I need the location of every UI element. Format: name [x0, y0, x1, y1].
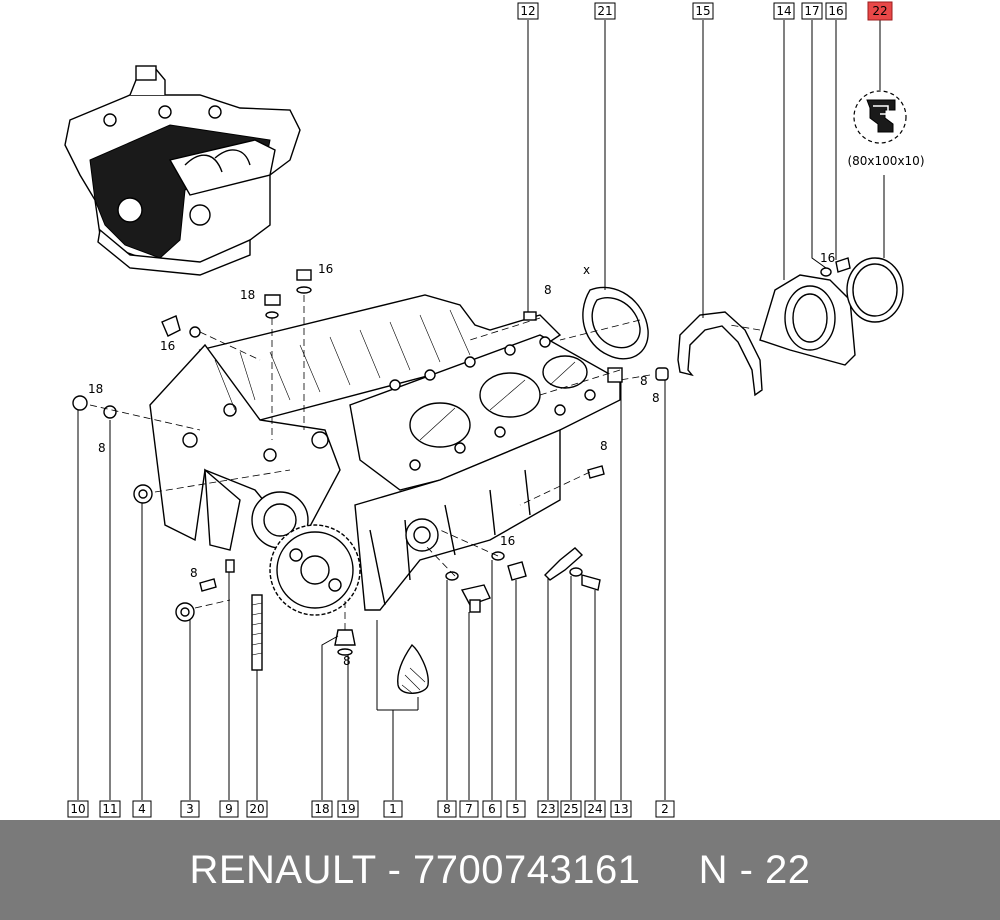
svg-text:13: 13 — [613, 802, 628, 816]
svg-text:4: 4 — [138, 802, 146, 816]
callout-14[interactable]: 14 — [773, 2, 795, 20]
inline-label: 18 — [88, 382, 103, 396]
callout-10[interactable]: 10 — [67, 800, 89, 818]
callout-17[interactable]: 17 — [801, 2, 823, 20]
inline-label: 8 — [600, 439, 608, 453]
exploded-engine-block-diagram: (80x100x10) — [64, 1, 925, 818]
leader-lines — [77, 20, 885, 800]
callout-7[interactable]: 7 — [459, 800, 479, 818]
part-number: 7700743161 — [413, 847, 641, 892]
callout-18[interactable]: 18 — [311, 800, 333, 818]
svg-text:9: 9 — [225, 802, 233, 816]
callout-6[interactable]: 6 — [482, 800, 502, 818]
svg-text:6: 6 — [488, 802, 496, 816]
callout-2[interactable]: 2 — [655, 800, 675, 818]
callout-25[interactable]: 25 — [560, 800, 582, 818]
svg-text:12: 12 — [520, 4, 535, 18]
engine-thumbnail — [64, 65, 301, 276]
callout-15[interactable]: 15 — [692, 2, 714, 20]
svg-text:3: 3 — [186, 802, 194, 816]
brand-name: RENAULT — [189, 847, 376, 892]
inline-label: 8 — [343, 654, 351, 668]
footer-title: RENAULT - 7700743161 N - 22 — [189, 848, 810, 893]
seal-cross-section-icon — [853, 90, 907, 144]
callout-23[interactable]: 23 — [537, 800, 559, 818]
ref-number: 22 — [765, 847, 811, 892]
svg-text:19: 19 — [340, 802, 355, 816]
callout-16[interactable]: 16 — [825, 2, 847, 20]
timing-sprocket — [269, 524, 361, 616]
crankshaft-oil-seal — [846, 257, 904, 323]
svg-text:20: 20 — [249, 802, 264, 816]
svg-text:5: 5 — [512, 802, 520, 816]
callout-4[interactable]: 4 — [132, 800, 152, 818]
rear-cover-gasket — [582, 286, 649, 360]
callout-5[interactable]: 5 — [506, 800, 526, 818]
callout-13[interactable]: 13 — [610, 800, 632, 818]
callout-24[interactable]: 24 — [584, 800, 606, 818]
svg-text:17: 17 — [804, 4, 819, 18]
svg-text:10: 10 — [70, 802, 85, 816]
svg-text:7: 7 — [465, 802, 473, 816]
inline-label: 16 — [160, 339, 175, 353]
inline-label: 8 — [652, 391, 660, 405]
callout-22-highlighted[interactable]: 22 — [867, 1, 893, 21]
svg-text:14: 14 — [776, 4, 791, 18]
seal-housing — [759, 274, 856, 366]
small-hardware — [72, 257, 851, 694]
alignment-lines — [89, 295, 761, 630]
svg-text:16: 16 — [828, 4, 843, 18]
inline-label: 8 — [190, 566, 198, 580]
top-callouts: 12 21 15 14 17 16 22 — [517, 1, 893, 21]
inline-label: 8 — [640, 374, 648, 388]
inline-label: 16 — [820, 251, 835, 265]
callout-12[interactable]: 12 — [517, 2, 539, 20]
svg-text:8: 8 — [443, 802, 451, 816]
separator: - — [739, 847, 754, 892]
svg-text:23: 23 — [540, 802, 555, 816]
svg-text:2: 2 — [661, 802, 669, 816]
inline-label: x — [583, 263, 590, 277]
svg-text:21: 21 — [597, 4, 612, 18]
footer-banner: RENAULT - 7700743161 N - 22 — [0, 820, 1000, 920]
svg-text:24: 24 — [587, 802, 602, 816]
seal-size-label: (80x100x10) — [847, 154, 924, 168]
inline-label: 16 — [500, 534, 515, 548]
rear-plate — [677, 311, 763, 397]
svg-text:1: 1 — [389, 802, 397, 816]
inline-label: 16 — [318, 262, 333, 276]
callout-19[interactable]: 19 — [337, 800, 359, 818]
svg-text:22: 22 — [872, 4, 887, 18]
callout-1[interactable]: 1 — [383, 800, 403, 818]
cylinder-block — [149, 294, 621, 611]
callout-21[interactable]: 21 — [594, 2, 616, 20]
bottom-callouts: 10 11 4 3 9 20 18 19 1 8 7 6 5 23 25 24 … — [67, 800, 675, 818]
callout-9[interactable]: 9 — [219, 800, 239, 818]
svg-text:25: 25 — [563, 802, 578, 816]
svg-text:18: 18 — [314, 802, 329, 816]
inline-label: 8 — [544, 283, 552, 297]
separator: - — [387, 847, 402, 892]
callout-8[interactable]: 8 — [437, 800, 457, 818]
inline-label: 8 — [98, 441, 106, 455]
svg-text:11: 11 — [102, 802, 117, 816]
callout-3[interactable]: 3 — [180, 800, 200, 818]
callout-11[interactable]: 11 — [99, 800, 121, 818]
callout-20[interactable]: 20 — [246, 800, 268, 818]
inline-labels: 16 18 16 18 8 8 16 8 8 8 8 8 16 x — [88, 251, 835, 668]
ref-prefix: N — [698, 847, 728, 892]
svg-text:15: 15 — [695, 4, 710, 18]
inline-label: 18 — [240, 288, 255, 302]
